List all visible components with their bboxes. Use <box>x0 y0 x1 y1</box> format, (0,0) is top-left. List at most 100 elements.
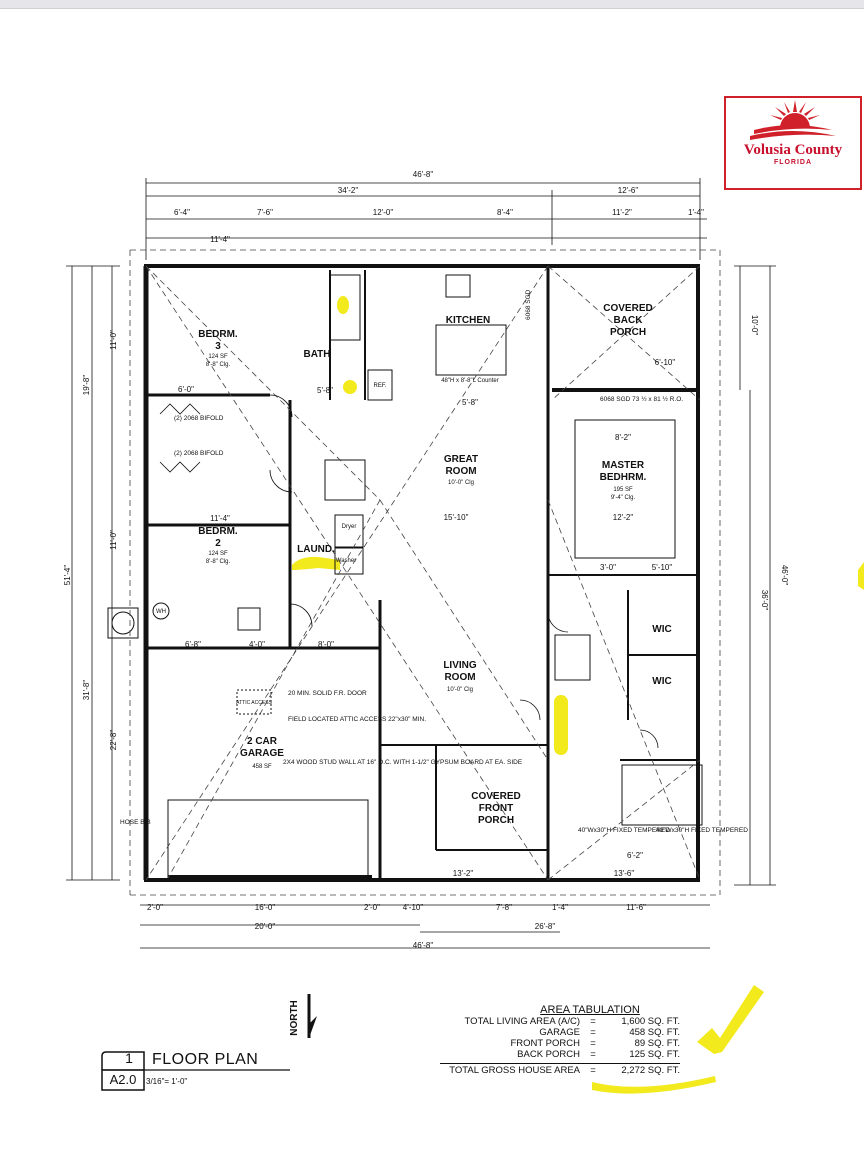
bedroom3-num: 3 <box>215 341 221 352</box>
bedroom3-ceiling: 8'-8" Clg. <box>206 362 231 368</box>
front-porch-l1: COVERED <box>471 791 520 802</box>
attic-note: FIELD LOCATED ATTIC ACCESS 22"x30" MIN. <box>288 716 426 723</box>
dim-top-6: 1'-4" <box>688 208 704 217</box>
plan-title-block: 1 A2.0 FLOOR PLAN 3/16"= 1'-0" <box>100 1050 300 1094</box>
north-arrow-icon: NORTH <box>289 994 317 1038</box>
dim-top-left: 34'-2" <box>338 186 359 195</box>
viewer-top-bar <box>0 0 864 9</box>
washer-highlight <box>292 556 340 570</box>
bottom-dimensions: 2'-0" 16'-0" 2'-0" 4'-10" 7'-8" 1'-4" 11… <box>147 851 646 950</box>
plan-number: 1 <box>125 1050 133 1066</box>
front-porch-l3: PORCH <box>478 815 514 826</box>
area-total-value: 2,272 SQ. FT. <box>621 1065 680 1076</box>
area-row: FRONT PORCH = 89 SQ. FT. <box>440 1038 681 1049</box>
area-row: GARAGE = 458 SQ. FT. <box>440 1027 680 1038</box>
attic-label: ATTIC ACCESS <box>236 700 272 706</box>
north-label: NORTH <box>289 1000 300 1036</box>
dim-top-4: 8'-4" <box>497 208 513 217</box>
front-porch-l2: FRONT <box>479 803 513 814</box>
dim-6-10: 6'-10" <box>655 358 676 367</box>
dim-6-2: 6'-2" <box>627 851 643 860</box>
dim-11-4-mid: 11'-4" <box>210 514 230 523</box>
wh-label: WH <box>156 609 166 615</box>
dim-6-8: 6'-8" <box>185 640 201 649</box>
back-porch-l3: PORCH <box>610 327 646 338</box>
master-name2: BEDHRM. <box>600 472 647 483</box>
room-labels: BEDRM. 3 124 SF 8'-8" Clg. BEDRM. 2 124 … <box>156 303 672 826</box>
dim-left-lower: 31'-8" <box>82 680 91 701</box>
kitchen-label: KITCHEN <box>446 315 490 326</box>
bedroom2-area: 124 SF <box>208 551 228 557</box>
sun-logo-icon <box>750 100 836 140</box>
bedroom2-name: BEDRM. <box>198 526 238 537</box>
washer-label: Washer <box>336 558 356 564</box>
dim-3-0: 3'-0" <box>600 563 616 572</box>
dim-5-8b: 5'-8" <box>462 398 478 407</box>
dim-right-sub: 36'-0" <box>760 590 769 611</box>
area-tabulation: AREA TABULATION TOTAL LIVING AREA (A/C) … <box>440 1004 680 1076</box>
area-row: TOTAL LIVING AREA (A/C) = 1,600 SQ. FT. <box>440 1016 680 1027</box>
master-name: MASTER <box>602 460 645 471</box>
garage-name: 2 CAR <box>247 736 278 747</box>
back-porch-l2: BACK <box>614 315 644 326</box>
dim-bottom-26: 26'-8" <box>535 922 556 931</box>
dim-5-10: 5'-10" <box>652 563 673 572</box>
hose-bib-note: HOSE BIB <box>120 819 151 826</box>
great-room-ceiling: 10'-0" Clg <box>448 480 474 486</box>
walls <box>107 264 703 882</box>
living-name: LIVING <box>443 660 477 671</box>
dim-top-right: 12'-6" <box>618 186 639 195</box>
dim-13-6: 13'-6" <box>614 869 635 878</box>
dim-top-3: 12'-0" <box>373 208 394 217</box>
garage-name2: GARAGE <box>240 748 284 759</box>
wic1-label: WIC <box>652 624 671 635</box>
wall-note: 2X4 WOOD STUD WALL AT 16" O.C. WITH 1-1/… <box>283 759 523 766</box>
checkmark-highlight <box>697 985 764 1054</box>
dim-left-bed-3: 11'-0" <box>109 330 118 350</box>
sgd-kitchen-note: 6068 SGD <box>525 289 532 320</box>
dim-8-0: 8'-0" <box>318 640 334 649</box>
dim-top-1: 6'-4" <box>174 208 190 217</box>
sgd-master-note: 6068 SGD 73 ½ x 81 ½ R.O. <box>600 395 683 403</box>
logo-subtitle: FLORIDA <box>773 159 813 166</box>
total-underline-highlight <box>592 1076 716 1094</box>
north-arrow: NORTH <box>285 990 325 1050</box>
dim-left-upper: 19'-8" <box>82 375 91 396</box>
bedroom2-num: 2 <box>215 538 221 549</box>
logo-title: Volusia County <box>743 142 843 158</box>
title-bubble-icon <box>101 1051 290 1091</box>
dim-bottom-2: 16'-0" <box>255 903 276 912</box>
plan-notes: 20 MIN. SOLID F.R. DOOR FIELD LOCATED AT… <box>120 289 748 834</box>
area-row-value: 89 SQ. FT. <box>634 1038 680 1049</box>
area-row-label: BACK PORCH <box>517 1049 580 1060</box>
bedroom2-ceiling: 8'-8" Clg. <box>206 559 231 565</box>
area-row-eq: = <box>590 1049 596 1060</box>
area-row: BACK PORCH = 125 SQ. FT. <box>440 1049 680 1060</box>
dim-left-overall: 51'-4" <box>63 565 72 586</box>
dim-top-5: 11'-2" <box>612 208 632 217</box>
back-porch-l1: COVERED <box>603 303 652 314</box>
top-dimensions: 46'-8" 34'-2" 12'-6" 6'-4" 7'-6" 12'-0" … <box>174 170 704 244</box>
ref-label: REF. <box>373 383 386 389</box>
area-row-label: GARAGE <box>539 1027 580 1038</box>
door-note: 20 MIN. SOLID F.R. DOOR <box>288 690 367 697</box>
dim-6-0: 6'-0" <box>178 385 194 394</box>
area-total-label: TOTAL GROSS HOUSE AREA <box>449 1065 580 1076</box>
plan-name: FLOOR PLAN <box>152 1051 259 1068</box>
dryer-label: Dryer <box>342 524 357 530</box>
bifold-note-1: (2) 2068 BIFOLD <box>174 415 224 422</box>
dim-left-bed-2: 11'-0" <box>109 530 118 550</box>
dim-bottom-7: 11'-6" <box>626 903 646 912</box>
dim-left-garage: 22'-8" <box>109 730 118 751</box>
dim-overall-bottom: 46'-8" <box>413 941 434 950</box>
dim-15-10: 15'-10" <box>444 513 469 522</box>
dim-bottom-6: 1'-4" <box>552 903 568 912</box>
yellow-highlights <box>292 296 864 1094</box>
dim-bottom-1: 2'-0" <box>147 903 163 912</box>
dim-4-0: 4'-0" <box>249 640 265 649</box>
dim-top-2: 7'-6" <box>257 208 273 217</box>
living-ceiling: 10'-0" Clg <box>447 687 473 693</box>
dimension-lines <box>66 178 776 949</box>
interior-dimensions: 11'-4" 6'-0" 5'-8" 5'-8" 6'-10" 8'-2" 12… <box>178 358 675 649</box>
